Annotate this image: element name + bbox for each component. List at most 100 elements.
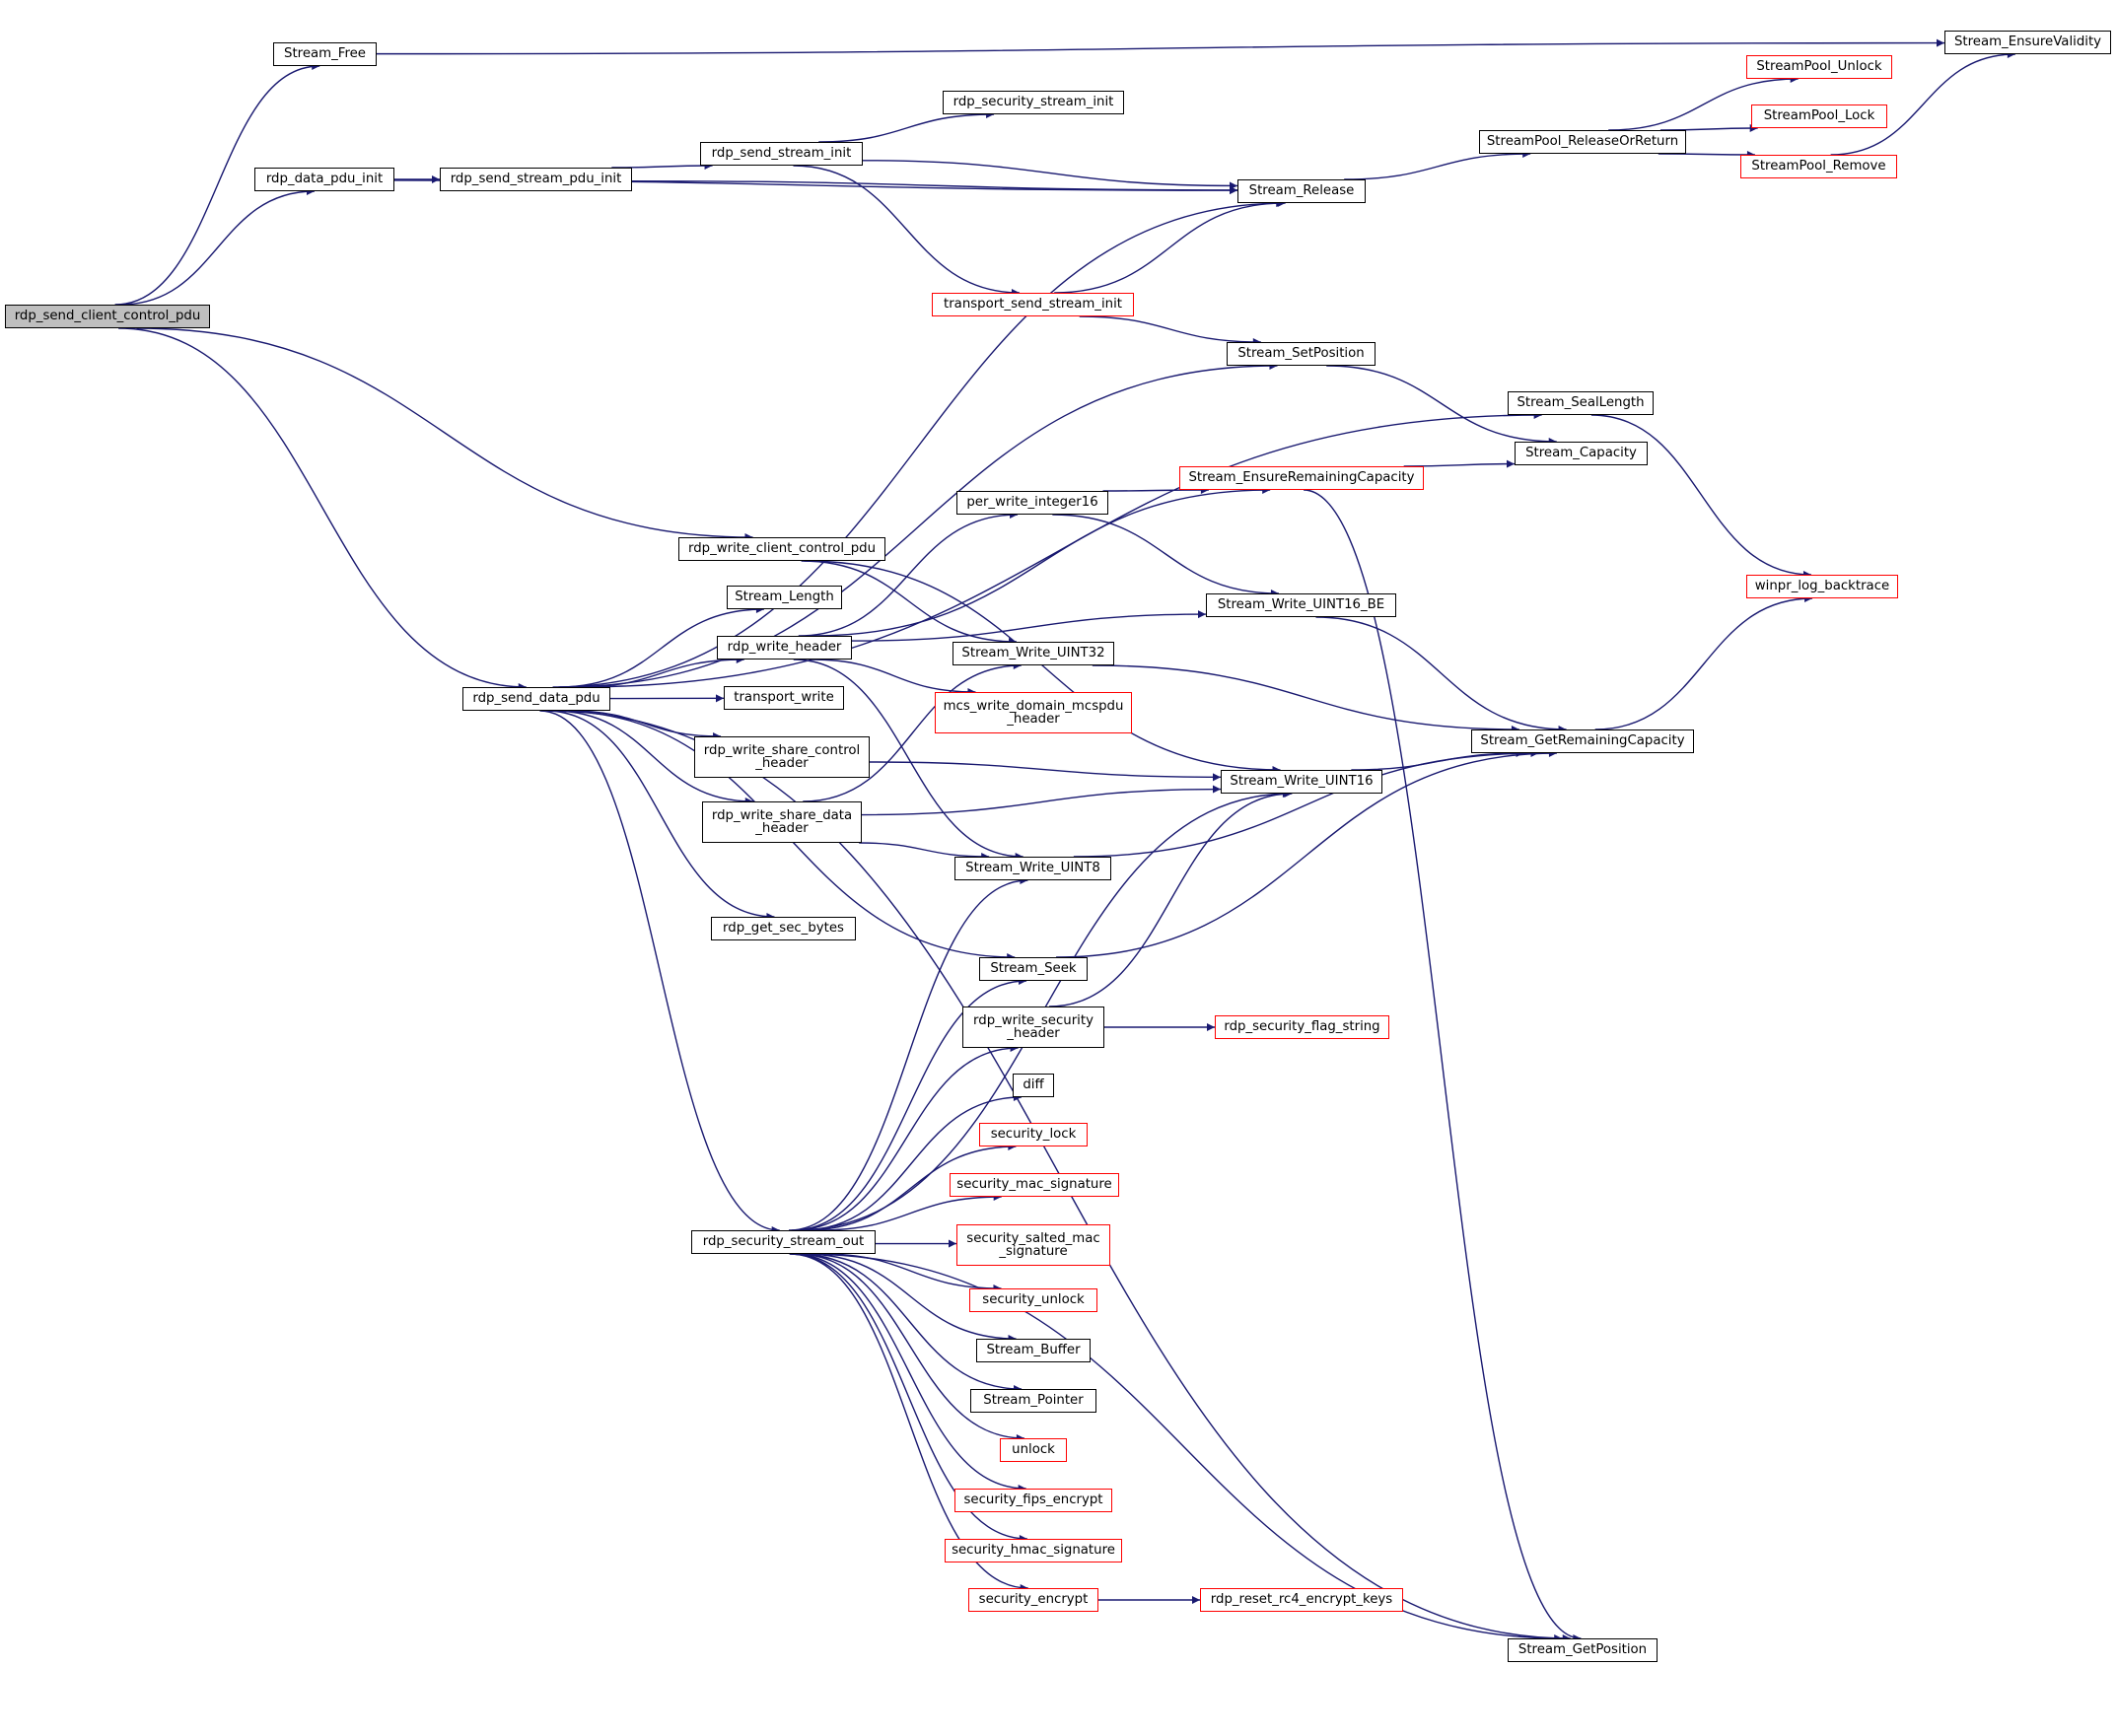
node-streampool-lock[interactable]: StreamPool_Lock — [1751, 104, 1887, 128]
edge-streampool-releaseorreturn-to-streampool-unlock — [1608, 75, 1799, 131]
edge-streampool-remove-to-stream-ensurevalidity — [1830, 50, 2015, 156]
edge-rdp-send-data-pdu-to-rdp-write-share-control-header — [568, 710, 722, 740]
edge-rdp-security-stream-out-to-stream-getposition — [804, 1253, 1563, 1642]
node-security-mac-signature[interactable]: security_mac_signature — [950, 1173, 1119, 1197]
node-stream-ensureremainingcapacity[interactable]: Stream_EnsureRemainingCapacity — [1179, 466, 1424, 490]
edge-stream-ensureremainingcapacity-to-stream-getposition — [1304, 489, 1582, 1642]
node-security-fips-encrypt[interactable]: security_fips_encrypt — [954, 1489, 1112, 1512]
edge-root-to-stream-free — [114, 62, 320, 306]
edge-transport-send-stream-init-to-stream-release — [1054, 199, 1285, 294]
node-rdp-write-header[interactable]: rdp_write_header — [717, 636, 852, 660]
edge-rdp-send-stream-init-to-rdp-security-stream-init — [818, 110, 995, 143]
node-rdp-reset-rc4-encrypt-keys[interactable]: rdp_reset_rc4_encrypt_keys — [1200, 1588, 1403, 1612]
edge-stream-getremainingcapacity-to-winpr-log-backtrace — [1594, 594, 1813, 730]
edge-rdp-send-data-pdu-to-rdp-write-share-data-header — [552, 710, 753, 805]
edge-rdp-security-stream-out-to-security-mac-signature — [817, 1193, 1002, 1231]
edge-rdp-write-client-control-pdu-to-stream-write-uint32 — [801, 560, 1018, 646]
edge-rdp-security-stream-out-to-diff — [801, 1093, 1022, 1231]
node-stream-buffer[interactable]: Stream_Buffer — [976, 1339, 1091, 1362]
edge-rdp-write-header-to-stream-write-uint8 — [793, 659, 1023, 861]
node-stream-seek[interactable]: Stream_Seek — [979, 957, 1088, 981]
edge-stream-write-uint32-to-stream-getremainingcapacity — [1092, 664, 1519, 733]
node-rdp-security-flag-string[interactable]: rdp_security_flag_string — [1215, 1015, 1389, 1039]
node-security-encrypt[interactable]: security_encrypt — [968, 1588, 1098, 1612]
edge-rdp-send-stream-init-to-stream-release — [862, 160, 1238, 190]
edge-streampool-releaseorreturn-to-streampool-lock — [1659, 124, 1758, 133]
node-transport-send-stream-init[interactable]: transport_send_stream_init — [932, 293, 1134, 316]
node-per-write-integer16[interactable]: per_write_integer16 — [956, 491, 1108, 515]
edge-rdp-security-stream-out-to-stream-pointer — [797, 1253, 1023, 1393]
node-rdp-security-stream-out[interactable]: rdp_security_stream_out — [691, 1230, 876, 1254]
node-rdp-send-stream-init[interactable]: rdp_send_stream_init — [700, 142, 863, 166]
node-rdp-send-data-pdu[interactable]: rdp_send_data_pdu — [462, 687, 610, 711]
node-stream-seallength[interactable]: Stream_SealLength — [1508, 391, 1654, 415]
edge-stream-ensureremainingcapacity-to-stream-capacity — [1403, 459, 1516, 468]
edge-rdp-send-stream-pdu-init-to-stream-release — [631, 179, 1238, 194]
node-stream-write-uint16-be[interactable]: Stream_Write_UINT16_BE — [1206, 593, 1396, 617]
node-stream-getposition[interactable]: Stream_GetPosition — [1508, 1638, 1658, 1662]
edge-per-write-integer16-to-stream-ensureremainingcapacity — [1102, 486, 1209, 495]
node-security-lock[interactable]: security_lock — [979, 1123, 1088, 1146]
node-security-hmac-signature[interactable]: security_hmac_signature — [945, 1539, 1122, 1562]
node-stream-getremainingcapacity[interactable]: Stream_GetRemainingCapacity — [1471, 729, 1694, 753]
edge-per-write-integer16-to-stream-write-uint16-be — [1052, 514, 1279, 597]
node-streampool-releaseorreturn[interactable]: StreamPool_ReleaseOrReturn — [1479, 130, 1686, 154]
node-streampool-unlock[interactable]: StreamPool_Unlock — [1746, 55, 1892, 79]
edge-rdp-write-header-to-stream-ensureremainingcapacity — [812, 486, 1271, 637]
edge-transport-send-stream-init-to-stream-setposition — [1079, 315, 1261, 346]
node-rdp-send-stream-pdu-init[interactable]: rdp_send_stream_pdu_init — [440, 168, 632, 191]
edge-rdp-security-stream-out-to-security-hmac-signature — [789, 1253, 1027, 1543]
edge-rdp-send-data-pdu-to-rdp-get-sec-bytes — [545, 710, 775, 921]
edge-stream-release-to-streampool-releaseorreturn — [1344, 150, 1531, 180]
node-stream-length[interactable]: Stream_Length — [727, 586, 842, 609]
edge-rdp-write-header-to-stream-write-uint16-be — [851, 610, 1207, 642]
node-stream-pointer[interactable]: Stream_Pointer — [970, 1389, 1096, 1413]
edge-rdp-send-data-pdu-to-stream-seallength — [575, 411, 1542, 688]
edge-rdp-security-stream-out-to-security-encrypt — [789, 1253, 1028, 1592]
edge-rdp-write-security-header-to-stream-write-uint16 — [1049, 790, 1293, 1007]
node-rdp-write-share-control-header[interactable]: rdp_write_share_control _header — [694, 736, 870, 778]
node-rdp-write-client-control-pdu[interactable]: rdp_write_client_control_pdu — [678, 537, 885, 561]
node-stream-ensurevalidity[interactable]: Stream_EnsureValidity — [1944, 31, 2111, 54]
edge-rdp-send-data-pdu-to-stream-setposition — [559, 362, 1278, 688]
edge-stream-free-to-stream-ensurevalidity — [376, 38, 1945, 55]
edge-root-to-rdp-write-client-control-pdu — [136, 327, 753, 541]
edge-rdp-send-data-pdu-to-rdp-write-header — [578, 656, 744, 688]
node-rdp-write-share-data-header[interactable]: rdp_write_share_data _header — [702, 801, 862, 843]
edge-stream-write-uint8-to-stream-getremainingcapacity — [1073, 749, 1539, 858]
edge-rdp-security-stream-out-to-unlock — [795, 1253, 1024, 1442]
edge-rdp-write-share-data-header-to-stream-write-uint32 — [803, 661, 1022, 802]
edge-rdp-write-header-to-per-write-integer16 — [798, 511, 1019, 637]
node-security-unlock[interactable]: security_unlock — [969, 1288, 1097, 1312]
node-stream-write-uint16[interactable]: Stream_Write_UINT16 — [1221, 770, 1382, 794]
node-rdp-security-stream-init[interactable]: rdp_security_stream_init — [943, 91, 1124, 114]
node-rdp-get-sec-bytes[interactable]: rdp_get_sec_bytes — [711, 917, 856, 940]
node-stream-capacity[interactable]: Stream_Capacity — [1515, 442, 1648, 465]
node-diff[interactable]: diff — [1013, 1074, 1054, 1097]
node-stream-release[interactable]: Stream_Release — [1237, 179, 1366, 203]
node-security-salted-mac-signature[interactable]: security_salted_mac _signature — [956, 1224, 1110, 1266]
edge-rdp-send-data-pdu-to-rdp-security-stream-out — [539, 710, 780, 1234]
edge-stream-setposition-to-stream-capacity — [1326, 365, 1557, 446]
edge-streampool-releaseorreturn-to-streampool-remove — [1658, 150, 1755, 159]
edge-rdp-write-client-control-pdu-to-stream-write-uint16 — [804, 560, 1281, 774]
node-rdp-write-security-header[interactable]: rdp_write_security _header — [962, 1007, 1104, 1048]
node-rdp-send-client-control-pdu[interactable]: rdp_send_client_control_pdu — [5, 305, 210, 328]
node-streampool-remove[interactable]: StreamPool_Remove — [1740, 155, 1897, 178]
node-transport-write[interactable]: transport_write — [724, 686, 844, 710]
node-winpr-log-backtrace[interactable]: winpr_log_backtrace — [1746, 575, 1898, 598]
edge-rdp-send-stream-pdu-init-to-rdp-send-stream-init — [611, 162, 713, 171]
node-mcs-write-domain-mcspdu-header[interactable]: mcs_write_domain_mcspdu _header — [935, 692, 1132, 733]
edge-rdp-security-stream-out-to-stream-seek — [792, 977, 1027, 1231]
node-stream-free[interactable]: Stream_Free — [273, 42, 377, 66]
edge-rdp-security-stream-out-to-security-lock — [805, 1143, 1017, 1231]
edge-root-to-rdp-data-pdu-init — [119, 187, 315, 306]
node-stream-write-uint8[interactable]: Stream_Write_UINT8 — [954, 857, 1111, 880]
node-stream-setposition[interactable]: Stream_SetPosition — [1227, 342, 1376, 366]
edge-rdp-write-share-data-header-to-stream-write-uint8 — [859, 842, 990, 861]
node-rdp-data-pdu-init[interactable]: rdp_data_pdu_init — [254, 168, 394, 191]
edge-stream-seek-to-stream-getremainingcapacity — [1056, 749, 1557, 958]
node-unlock[interactable]: unlock — [1000, 1438, 1067, 1462]
node-stream-write-uint32[interactable]: Stream_Write_UINT32 — [953, 642, 1114, 665]
